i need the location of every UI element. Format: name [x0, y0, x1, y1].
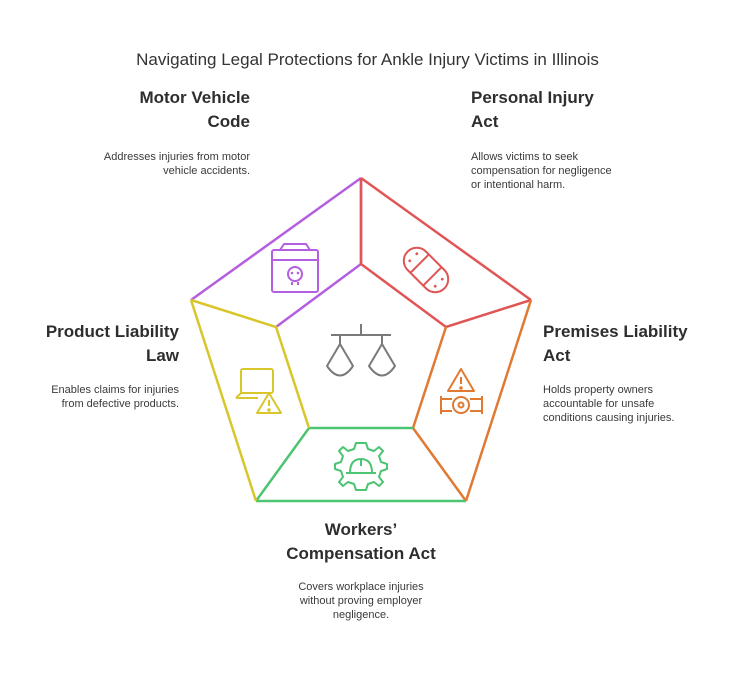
desc-personal-injury-line3: or intentional harm.: [471, 179, 566, 191]
heading-motor-vehicle: Motor Vehicle Code: [139, 86, 250, 134]
desc-workers-comp-line2: without proving employer: [299, 595, 423, 607]
heading-product-liability-line1: Product Liability: [45, 322, 179, 341]
heading-personal-injury-line1: Personal Injury: [471, 88, 594, 107]
scales-icon: [326, 324, 396, 377]
segment-premises-liability: [411, 299, 533, 502]
desc-product-liability-line2: from defective products.: [61, 398, 179, 410]
outer-edge-motor-vehicle: [190, 176, 362, 302]
heading-product-liability-line2: Law: [145, 346, 179, 365]
heading-premises-liability-line1: Premises Liability: [543, 322, 688, 341]
desc-motor-vehicle-line1: Addresses injuries from motor: [103, 151, 250, 163]
heading-personal-injury-line2: Act: [471, 112, 499, 131]
warning-pipe-icon: [440, 368, 483, 414]
desc-premises-liability: Holds property owners accountable for un…: [543, 383, 674, 425]
heading-workers-comp: Workers’ Compensation Act: [211, 518, 511, 566]
heading-workers-comp-line2: Compensation Act: [286, 544, 436, 563]
laptop-warning-icon: [235, 368, 282, 414]
segment-product-liability: [189, 298, 311, 502]
heading-personal-injury: Personal Injury Act: [471, 86, 594, 134]
desc-premises-liability-line3: conditions causing injuries.: [543, 412, 675, 424]
heading-workers-comp-line1: Workers’: [324, 520, 398, 539]
desc-workers-comp-line3: negligence.: [332, 609, 390, 621]
desc-personal-injury-line2: compensation for negligence: [471, 165, 612, 177]
heading-motor-vehicle-line2: Code: [207, 112, 251, 131]
heading-motor-vehicle-line1: Motor Vehicle: [139, 88, 250, 107]
inner-edge-premises-liability: [411, 326, 468, 502]
hazard-box-icon: [271, 243, 319, 293]
bandage-icon: [402, 246, 450, 294]
desc-motor-vehicle-line2: vehicle accidents.: [163, 165, 250, 177]
desc-workers-comp-line1: Covers workplace injuries: [298, 581, 424, 593]
heading-premises-liability-line2: Act: [543, 346, 571, 365]
desc-motor-vehicle: Addresses injuries from motor vehicle ac…: [104, 150, 250, 178]
desc-product-liability: Enables claims for injuries from defecti…: [51, 383, 179, 411]
desc-personal-injury: Allows victims to seek compensation for …: [471, 150, 612, 192]
desc-product-liability-line1: Enables claims for injuries: [51, 384, 179, 396]
heading-premises-liability: Premises Liability Act: [543, 320, 688, 368]
outer-edge-product-liability: [189, 299, 258, 502]
desc-workers-comp: Covers workplace injuries without provin…: [211, 580, 511, 622]
desc-premises-liability-line1: Holds property owners: [543, 384, 654, 396]
desc-premises-liability-line2: accountable for unsafe: [543, 398, 655, 410]
heading-product-liability: Product Liability Law: [46, 320, 179, 368]
inner-edge-product-liability: [190, 298, 311, 429]
gear-hardhat-icon: [334, 442, 388, 491]
outer-edge-personal-injury: [360, 176, 532, 302]
desc-personal-injury-line1: Allows victims to seek: [471, 151, 578, 163]
segment-personal-injury: [359, 176, 532, 329]
segment-motor-vehicle: [190, 176, 363, 329]
inner-edge-personal-injury: [359, 178, 532, 329]
diagram-title: Navigating Legal Protections for Ankle I…: [136, 50, 599, 69]
outer-edge-premises-liability: [464, 299, 533, 502]
